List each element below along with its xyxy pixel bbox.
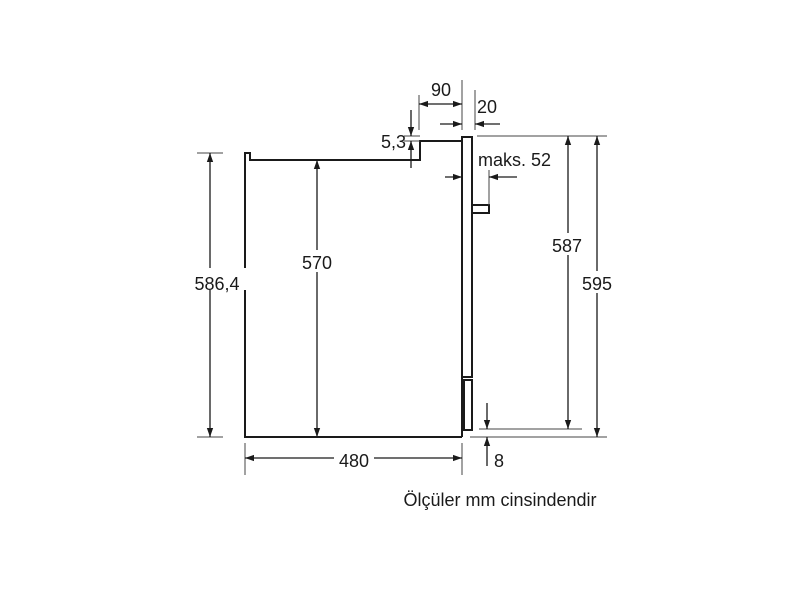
dim-570-label: 570 (302, 253, 332, 273)
dim-90-label: 90 (431, 80, 451, 100)
oven-door-upper (461, 136, 473, 378)
dim-587-label: 587 (552, 236, 582, 256)
dim-52-label: maks. 52 (478, 150, 551, 170)
oven-door-lower (463, 379, 473, 431)
dim-5-3-label: 5,3 (381, 132, 406, 152)
units-caption: Ölçüler mm cinsindendir (403, 490, 596, 510)
dim-480-label: 480 (339, 451, 369, 471)
dim-595-label: 595 (582, 274, 612, 294)
door-handle (471, 204, 490, 214)
dim-8-label: 8 (494, 451, 504, 471)
dim-20-label: 20 (477, 97, 497, 117)
dim-586-label: 586,4 (194, 274, 239, 294)
oven-body-outline (244, 136, 490, 438)
